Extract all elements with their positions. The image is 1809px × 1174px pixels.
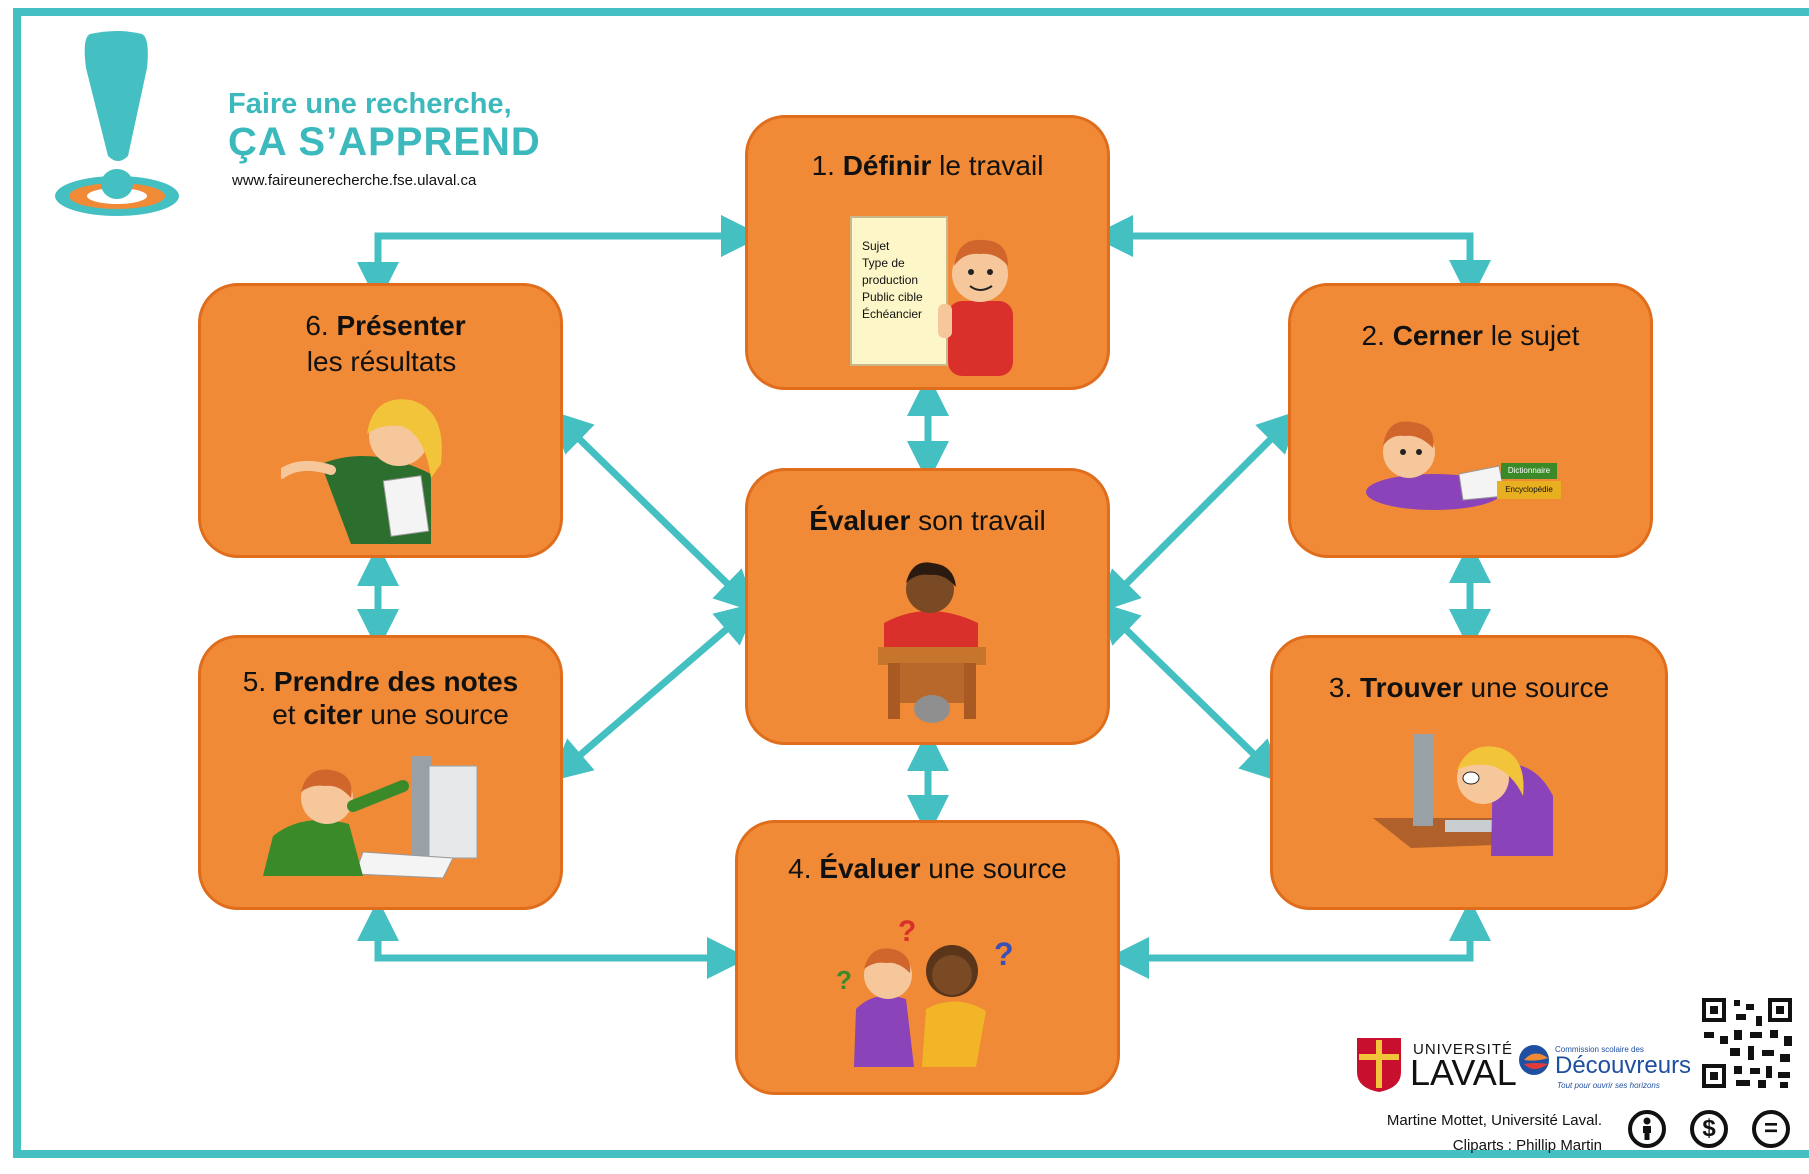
clipart-credit: Cliparts : Phillip Martin [1452, 1137, 1602, 1154]
non-commercial-icon: $ [1690, 1110, 1728, 1148]
step-4-box: 4. Évaluer une source ? ? ? [735, 820, 1120, 1095]
svg-text:?: ? [898, 919, 916, 948]
brand-title-line2: ÇA S’APPREND [228, 120, 541, 164]
girl-computer-illustration [1373, 734, 1553, 856]
center-step-title: Évaluer son travail [809, 505, 1046, 536]
csd-name: Découvreurs [1555, 1052, 1692, 1079]
boy-notes-computer-illustration [263, 756, 478, 879]
universite-laval-crest-icon [1357, 1038, 1401, 1092]
no-derivatives-icon: = [1752, 1110, 1790, 1148]
step-6-title: 6. Présenter les résultats [305, 310, 466, 377]
kids-questioning-illustration: ? ? ? [836, 919, 1014, 1067]
dictionary-book: Dictionnaire [1501, 463, 1557, 479]
author-credit: Martine Mottet, Université Laval. [1386, 1112, 1602, 1129]
step-2-box: 2. Cerner le sujet Dictionnaire Encyclop… [1288, 283, 1653, 558]
arrow-6-1 [357, 215, 763, 304]
exclamation-logo-icon [55, 31, 179, 216]
step-3-title: 3. Trouver une source [1328, 672, 1610, 703]
csd-tagline: Tout pour ouvrir ses horizons [1557, 1081, 1660, 1090]
step-1-title: 1. Définir le travail [811, 150, 1044, 181]
poster-frame [13, 8, 1809, 1158]
step-3-box: 3. Trouver une source [1270, 635, 1668, 910]
student-desk-illustration [878, 562, 986, 723]
qr-code-icon [1700, 996, 1794, 1090]
step-2-title: 2. Cerner le sujet [1361, 320, 1580, 351]
universite-label: UNIVERSITÉ [1413, 1041, 1514, 1058]
note-item: Échéancier [862, 307, 923, 321]
attribution-icon [1628, 1110, 1666, 1148]
encyclopedia-book: Encyclopédie [1497, 481, 1561, 499]
note-item: Sujet [862, 239, 890, 253]
girl-presenting-illustration [281, 399, 442, 544]
svg-text:?: ? [994, 936, 1014, 972]
note-item: Type de production [862, 256, 919, 287]
brand-title-line1: Faire une recherche, [228, 88, 512, 120]
step-6-box: 6. Présenter les résultats [198, 283, 563, 558]
arrow-3-center [1096, 601, 1284, 783]
laval-label: LAVAL [1410, 1052, 1517, 1093]
arrow-6-center [549, 410, 758, 613]
csd-small-label: Commission scolaire des [1555, 1045, 1644, 1054]
arrow-4-3 [1107, 899, 1491, 979]
center-step-box: Évaluer son travail [745, 468, 1110, 745]
arrow-5-center [549, 602, 758, 782]
boy-pointing-illustration [938, 239, 1013, 376]
step-5-box: 5. Prendre des notes et citer une source [198, 635, 563, 910]
svg-text:?: ? [836, 965, 852, 995]
decouvreurs-logo-icon [1519, 1045, 1549, 1075]
arrow-2-center [1097, 410, 1300, 613]
task-note-card: Sujet Type de production Public cible Éc… [850, 216, 948, 366]
step-4-title: 4. Évaluer une source [788, 853, 1067, 884]
arrow-1-2 [1091, 215, 1491, 302]
step-5-title: 5. Prendre des notes et citer une source [242, 666, 519, 730]
brand-url: www.faireunerecherche.fse.ulaval.ca [232, 172, 477, 189]
arrow-5-4 [357, 899, 749, 979]
note-item: Public cible [862, 290, 923, 304]
step-1-box: 1. Définir le travail Sujet Type de prod… [745, 115, 1110, 390]
boy-reading-illustration [1366, 421, 1506, 510]
